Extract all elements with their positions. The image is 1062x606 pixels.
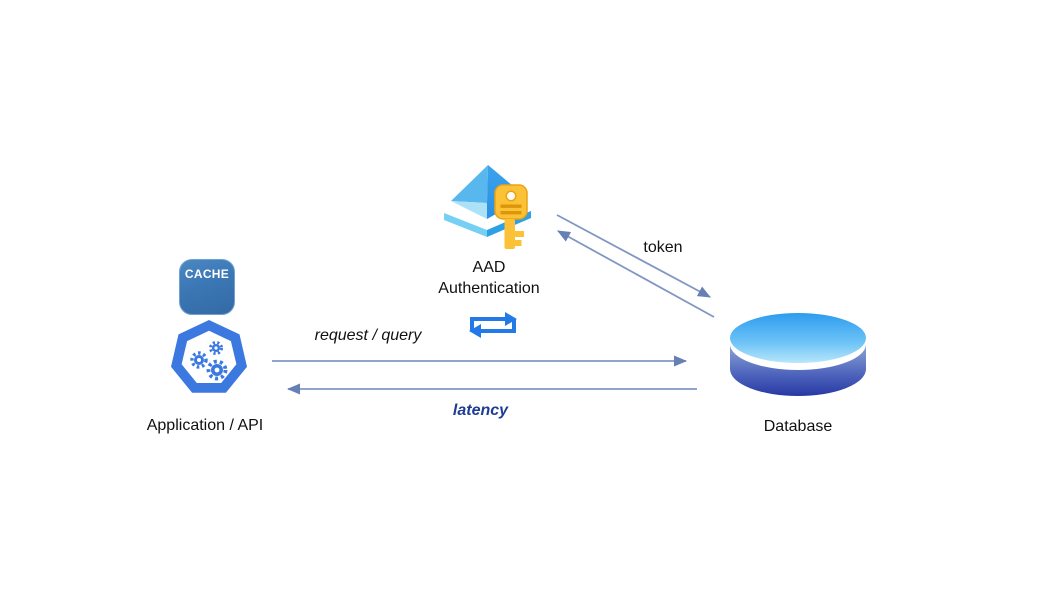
- cache-box-icon: CACHE: [179, 259, 235, 315]
- application-kubernetes-icon: [171, 320, 247, 393]
- aad-authentication-icon: [444, 165, 531, 249]
- application-label: Application / API: [146, 417, 264, 434]
- token-arrow-to-database: [556, 214, 711, 298]
- latency-label: latency: [452, 402, 509, 419]
- key-glyph: [494, 184, 528, 249]
- base-left: [444, 213, 487, 237]
- token-arrow-to-aad: [557, 230, 715, 318]
- database-label: Database: [763, 418, 833, 435]
- aad-label-line2: Authentication: [438, 280, 540, 297]
- aad-label-line1: AAD: [472, 259, 506, 276]
- gears-glyph: [190, 341, 228, 381]
- request-query-label: request / query: [314, 327, 422, 344]
- cache-label: CACHE: [184, 267, 230, 281]
- aad-label: AAD Authentication: [399, 257, 579, 299]
- token-label: token: [643, 239, 683, 256]
- database-icon: [730, 313, 866, 396]
- sync-arrows-icon: [469, 312, 517, 338]
